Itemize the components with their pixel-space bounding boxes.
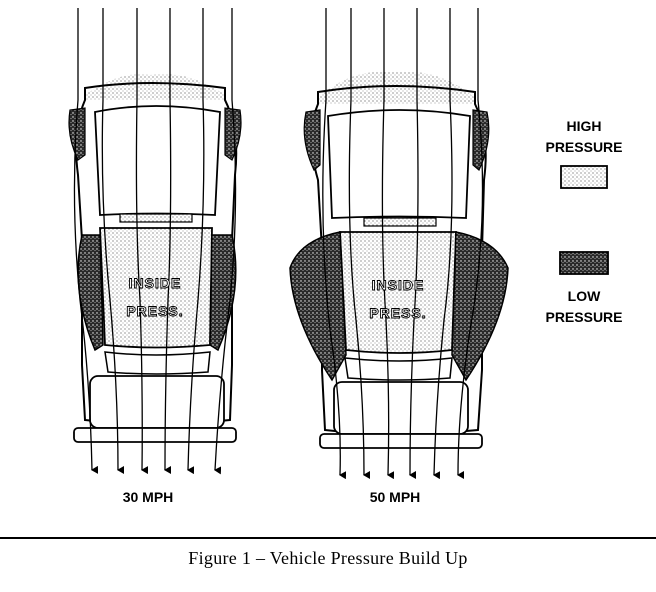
windshield xyxy=(94,105,221,216)
rear-bumper xyxy=(319,433,483,449)
inside-label-1: INSIDE xyxy=(129,275,182,291)
legend-high-line2: PRESSURE xyxy=(545,139,622,155)
left-front-low xyxy=(68,107,86,161)
legend: HIGH PRESSURE LOW PRESSURE xyxy=(545,118,622,325)
airflow-lines xyxy=(73,8,237,475)
airflow-line xyxy=(457,8,484,480)
inside-label-2: PRESS. xyxy=(126,303,183,319)
rear-bumper xyxy=(73,427,237,443)
airflow-line xyxy=(164,8,172,475)
car-body xyxy=(75,82,238,425)
legend-low-line1: LOW xyxy=(568,288,601,304)
airflow-line xyxy=(101,8,125,474)
airflow-line xyxy=(135,8,149,475)
car-body xyxy=(310,85,487,435)
inside-label-2: PRESS. xyxy=(369,305,426,321)
trunk xyxy=(333,381,469,435)
airflow-line xyxy=(73,8,99,474)
right-low-pressure xyxy=(451,231,509,382)
airflow-line xyxy=(187,8,205,475)
trunk xyxy=(89,375,225,429)
airflow-line xyxy=(433,8,453,480)
caption-divider xyxy=(0,537,656,539)
dashboard-strip xyxy=(363,217,437,227)
left-low-pressure xyxy=(289,231,347,382)
hood-high-pressure xyxy=(318,71,475,104)
speed-label: 50 MPH xyxy=(370,489,421,505)
rear-window xyxy=(104,351,211,375)
airflow-line xyxy=(381,8,395,480)
airflow-lines xyxy=(322,8,484,480)
legend-high-line1: HIGH xyxy=(567,118,602,134)
left-front-low xyxy=(303,109,321,171)
car-50mph: INSIDE PRESS. 50 MPH xyxy=(289,8,509,505)
speed-label: 30 MPH xyxy=(123,489,174,505)
rear-window xyxy=(344,357,453,381)
airflow-line xyxy=(348,8,371,479)
hood-high-pressure xyxy=(85,74,225,100)
right-low-pressure xyxy=(209,234,237,352)
dashboard-strip xyxy=(119,213,193,223)
legend-low-line2: PRESSURE xyxy=(545,309,622,325)
vehicle-pressure-diagram: INSIDE PRESS. 30 MPH INSIDE PRESS. 50 MP… xyxy=(68,8,623,505)
right-front-low xyxy=(224,107,242,161)
airflow-line xyxy=(409,8,419,480)
figure-caption: Figure 1 – Vehicle Pressure Build Up xyxy=(188,548,468,568)
car-30mph: INSIDE PRESS. 30 MPH xyxy=(68,8,242,505)
airflow-line xyxy=(322,8,347,480)
airflow-line xyxy=(214,8,237,475)
legend-low-swatch xyxy=(559,251,609,275)
inside-label-1: INSIDE xyxy=(372,277,425,293)
legend-high-swatch xyxy=(560,165,608,189)
windshield xyxy=(327,109,471,219)
left-low-pressure xyxy=(77,234,104,352)
